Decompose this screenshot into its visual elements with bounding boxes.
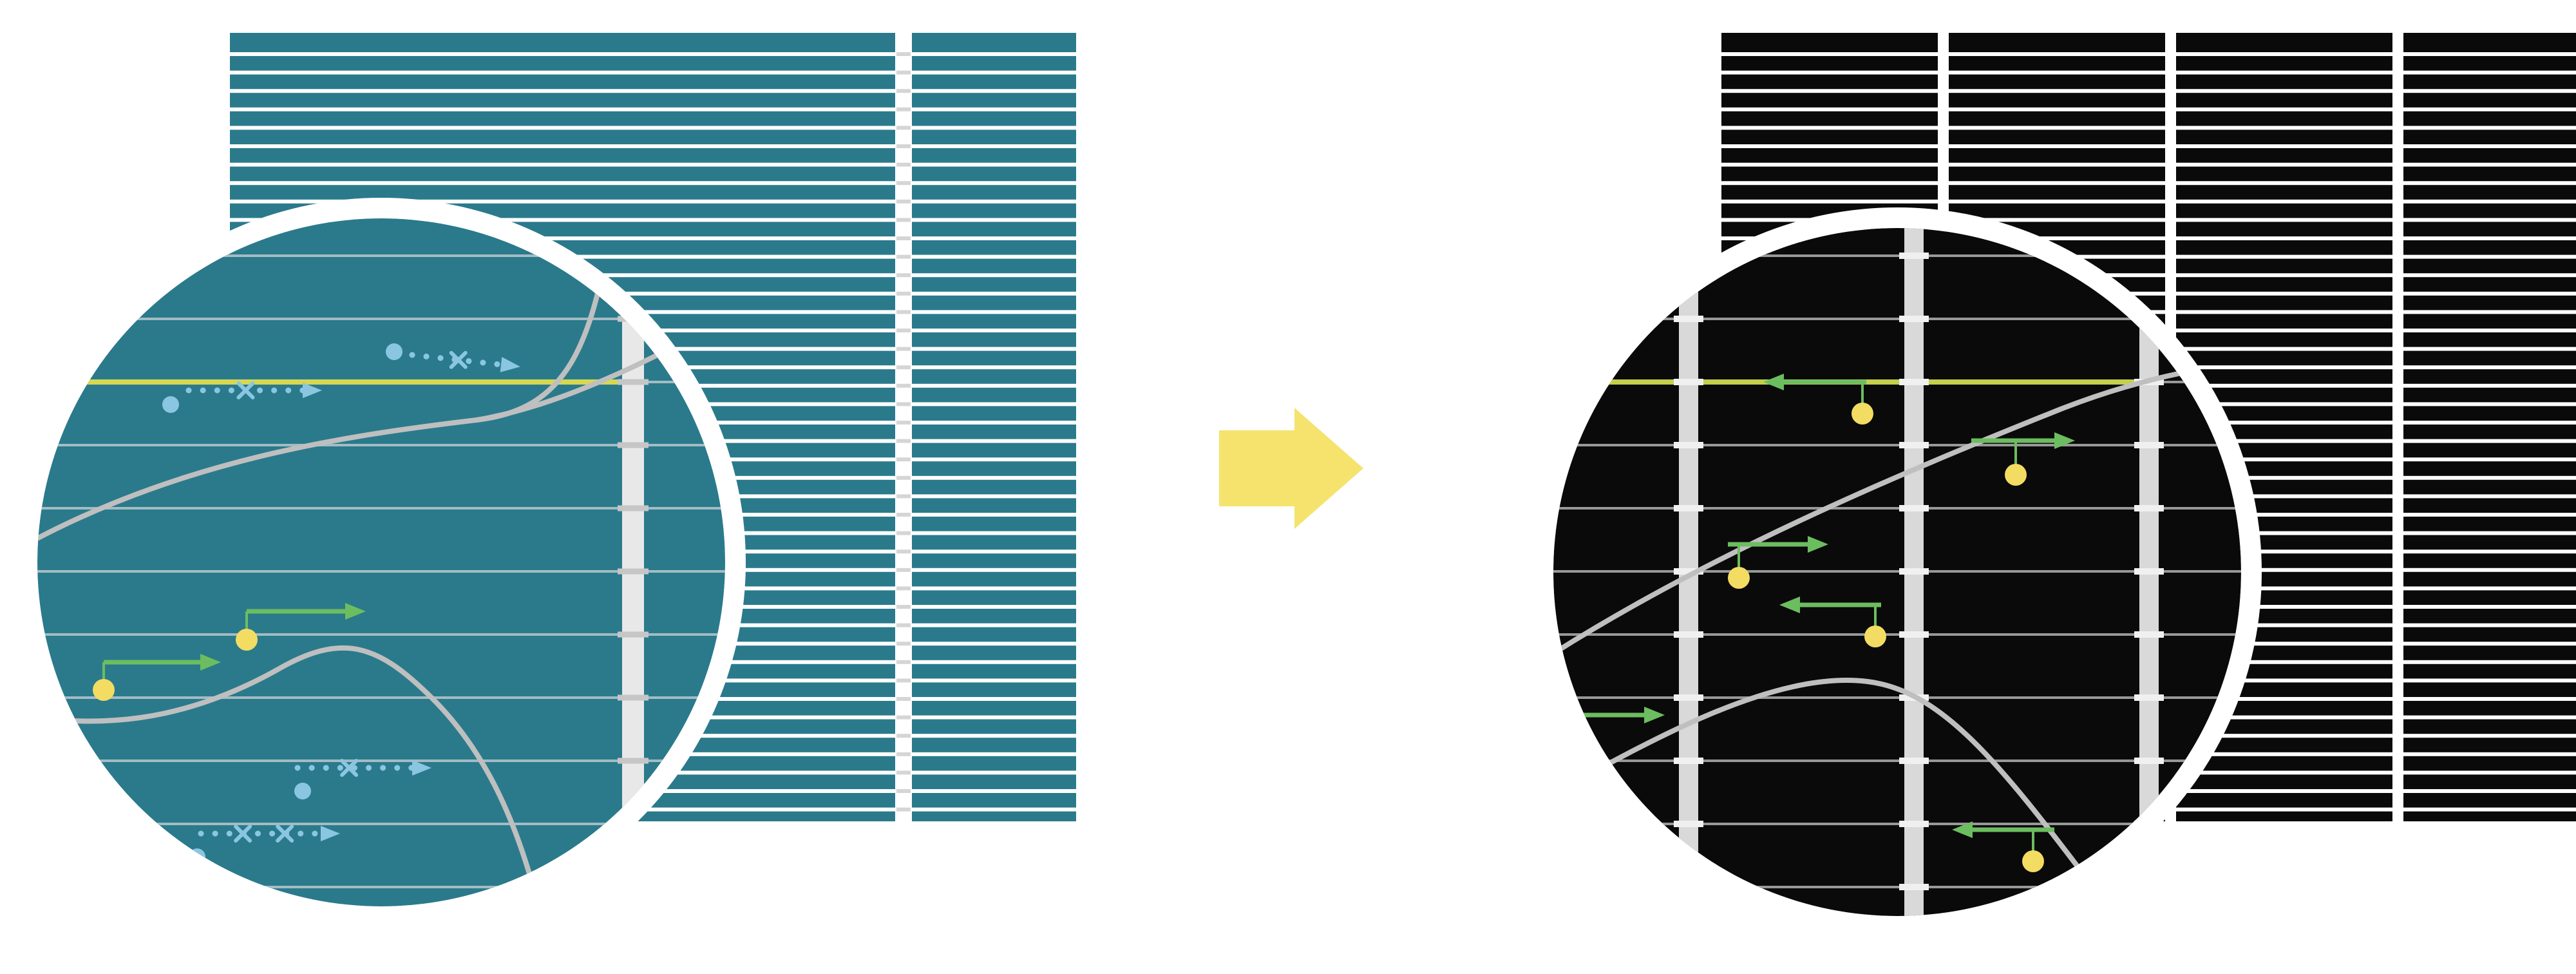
carrier-dot-yellow	[1864, 625, 1886, 647]
arrowhead-icon	[1644, 707, 1665, 723]
arrowhead-icon	[345, 603, 366, 620]
left-module-panel-cell	[912, 33, 1076, 821]
carrier-dot-blue	[162, 396, 179, 413]
arrowhead-icon	[1952, 821, 1973, 838]
blocked-carrier-path-arrow	[386, 343, 520, 372]
carrier-dot-yellow	[1728, 567, 1750, 589]
carrier-flow-arrow	[1779, 597, 1886, 647]
carrier-flow-arrow	[236, 603, 366, 651]
arrowhead-icon	[1763, 374, 1784, 390]
grain-boundary-curve	[1553, 362, 2231, 669]
right-module-panel-cell	[2403, 33, 2576, 821]
carrier-flow-arrow	[1763, 374, 1873, 425]
left-magnifier-background	[37, 218, 725, 906]
arrowhead-icon	[303, 383, 322, 398]
carrier-dot-yellow	[2022, 850, 2044, 872]
carrier-dot-yellow	[2005, 464, 2027, 486]
transition-arrow-layer	[1219, 408, 1363, 529]
blocked-carrier-path-arrow	[162, 381, 322, 413]
grain-boundary-curve	[37, 645, 547, 906]
transition-arrow	[1219, 408, 1363, 529]
arrowhead-icon	[500, 357, 520, 372]
carrier-dot-blue	[294, 783, 311, 799]
highlighted-finger-line	[37, 379, 633, 385]
carrier-flow-arrow	[1971, 432, 2075, 486]
carrier-flow-arrow	[93, 654, 221, 701]
carrier-dot-yellow	[236, 629, 258, 651]
grain-boundary-curve	[1553, 678, 2092, 885]
right-magnifier-view	[1553, 228, 2241, 916]
arrowhead-icon	[1808, 536, 1828, 553]
carrier-flow-arrow	[1728, 536, 1828, 589]
arrowhead-icon	[1779, 597, 1800, 613]
magnifier-layer	[17, 198, 2262, 937]
arrowhead-icon	[2054, 432, 2075, 449]
arrowhead-icon	[200, 654, 221, 671]
left-magnifier	[17, 198, 746, 927]
arrowhead-icon	[321, 826, 340, 841]
carrier-dot-yellow	[1852, 403, 1873, 425]
right-magnifier	[1533, 207, 2262, 937]
blocked-carrier-path-arrow	[294, 759, 431, 799]
carrier-flow-arrow	[1952, 821, 2054, 872]
carrier-dot-blue	[386, 343, 402, 360]
left-magnifier-view	[37, 218, 725, 906]
arrowhead-icon	[412, 760, 431, 776]
carrier-dot-yellow	[93, 679, 115, 701]
grain-boundary-curve	[37, 218, 616, 569]
